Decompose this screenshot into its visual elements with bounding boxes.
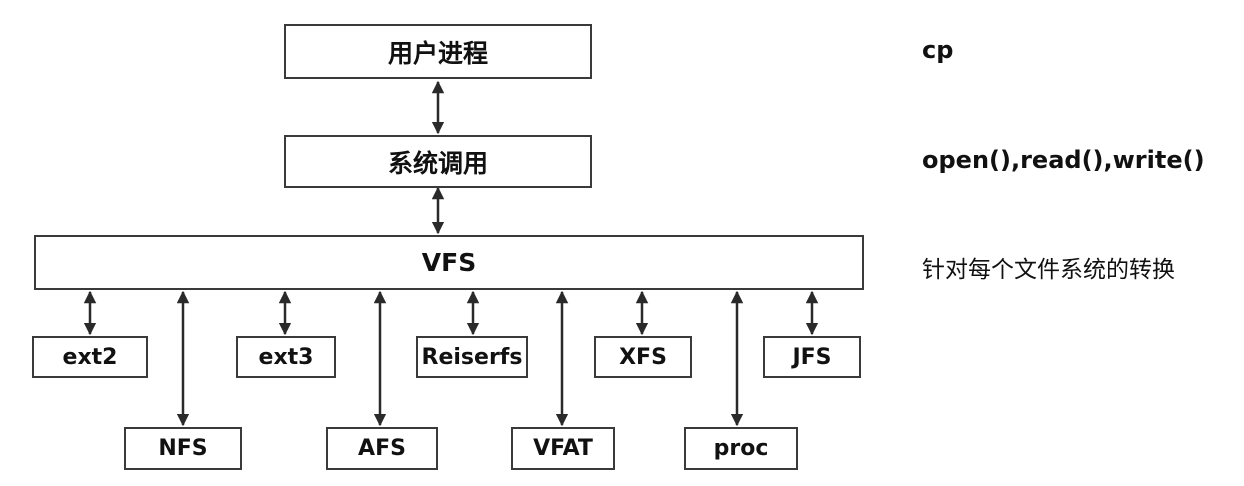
system-call-label: 系统调用 — [387, 148, 488, 178]
side-label-syscalls: open(),read(),write() — [922, 146, 1205, 174]
fs-afs-label: AFS — [358, 436, 406, 461]
fs-reiserfs-label: Reiserfs — [421, 344, 523, 370]
fs-xfs-box: XFS — [594, 336, 692, 378]
user-process-box: 用户进程 — [284, 24, 592, 79]
fs-vfat-box: VFAT — [511, 427, 615, 470]
fs-ext3-box: ext3 — [236, 336, 336, 378]
fs-reiserfs-box: Reiserfs — [416, 336, 528, 378]
side-label-vfs-translation: 针对每个文件系统的转换 — [922, 257, 1175, 283]
vfs-box: VFS — [34, 235, 864, 290]
system-call-box: 系统调用 — [284, 135, 592, 188]
vfs-label: VFS — [421, 248, 477, 277]
fs-proc-label: proc — [713, 436, 769, 461]
fs-vfat-label: VFAT — [533, 436, 593, 461]
fs-ext2-box: ext2 — [32, 336, 148, 378]
fs-ext2-label: ext2 — [62, 344, 118, 370]
side-label-cp: cp — [922, 36, 954, 64]
fs-ext3-label: ext3 — [258, 344, 314, 370]
fs-nfs-label: NFS — [158, 436, 208, 461]
fs-jfs-label: JFS — [792, 344, 832, 370]
fs-nfs-box: NFS — [124, 427, 242, 470]
fs-jfs-box: JFS — [763, 336, 861, 378]
fs-xfs-label: XFS — [619, 344, 667, 370]
fs-afs-box: AFS — [326, 427, 438, 470]
user-process-label: 用户进程 — [387, 38, 488, 68]
fs-proc-box: proc — [684, 427, 798, 470]
